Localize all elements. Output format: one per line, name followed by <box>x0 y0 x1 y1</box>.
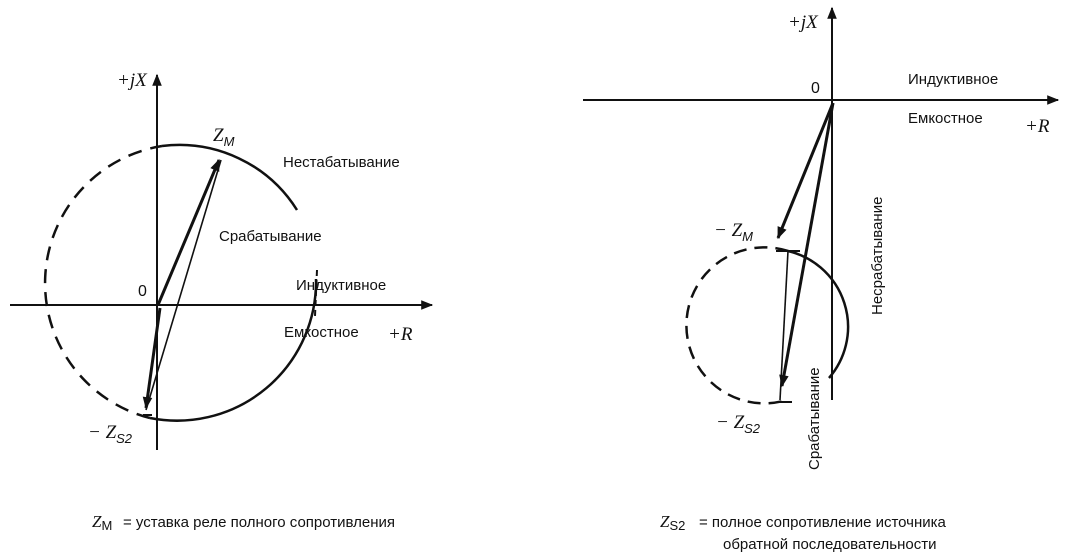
left-caption-text: = уставка реле полного сопротивления <box>123 514 395 531</box>
left-y-axis-label: +jX <box>117 70 148 91</box>
right-diagram: +jX 0 +R Индуктивное Емкостное − ZM − ZS… <box>583 6 1060 470</box>
left-x-axis-label: +R <box>388 324 413 345</box>
right-caption-line2: обратной последовательности <box>723 536 936 553</box>
left-vector-zs2-label: − ZS2 <box>88 422 133 446</box>
left-quadrant-lower: Емкостное <box>284 324 359 341</box>
right-origin-label: 0 <box>811 80 820 97</box>
right-vector-zm <box>776 102 835 240</box>
right-x-axis-label: +R <box>1025 116 1050 137</box>
left-circle-dashed <box>43 144 163 420</box>
right-quadrant-upper: Индуктивное <box>908 71 998 88</box>
right-y-axis-label: +jX <box>788 12 819 33</box>
right-region-outside: Несрабатывание <box>869 197 886 315</box>
right-vector-zs2-label: − ZS2 <box>716 412 761 436</box>
left-region-inside: Срабатывание <box>219 228 322 245</box>
right-caption: ZS2 = полное сопротивление источника обр… <box>660 512 947 553</box>
right-diagonal <box>779 250 789 401</box>
left-diagram: +jX 0 +R ZM − ZS2 Нестабатывание Срабаты… <box>10 70 434 450</box>
right-circle-solid <box>787 249 850 379</box>
left-vector-zm <box>156 158 221 306</box>
left-caption-symbol: ZM <box>92 512 112 533</box>
left-region-outside: Нестабатывание <box>283 154 400 171</box>
right-vector-zs2 <box>779 102 835 388</box>
left-vector-zs2 <box>142 307 162 410</box>
left-origin-label: 0 <box>138 283 147 300</box>
left-circle-tick <box>314 269 318 317</box>
left-caption: ZM = уставка реле полного сопротивления <box>92 512 395 533</box>
right-caption-line1: = полное сопротивление источника <box>699 514 947 531</box>
right-circle-dashed <box>685 246 789 405</box>
right-caption-symbol: ZS2 <box>660 512 685 533</box>
left-diagonal <box>145 159 222 411</box>
right-vector-zm-label: − ZM <box>714 220 753 244</box>
right-quadrant-lower: Емкостное <box>908 110 983 127</box>
left-circle-solid-lower <box>149 278 318 422</box>
left-vector-zm-label: ZM <box>213 125 235 149</box>
left-quadrant-upper: Индуктивное <box>296 277 386 294</box>
left-circle-solid <box>161 143 299 211</box>
right-region-inside: Срабатывание <box>806 367 823 470</box>
